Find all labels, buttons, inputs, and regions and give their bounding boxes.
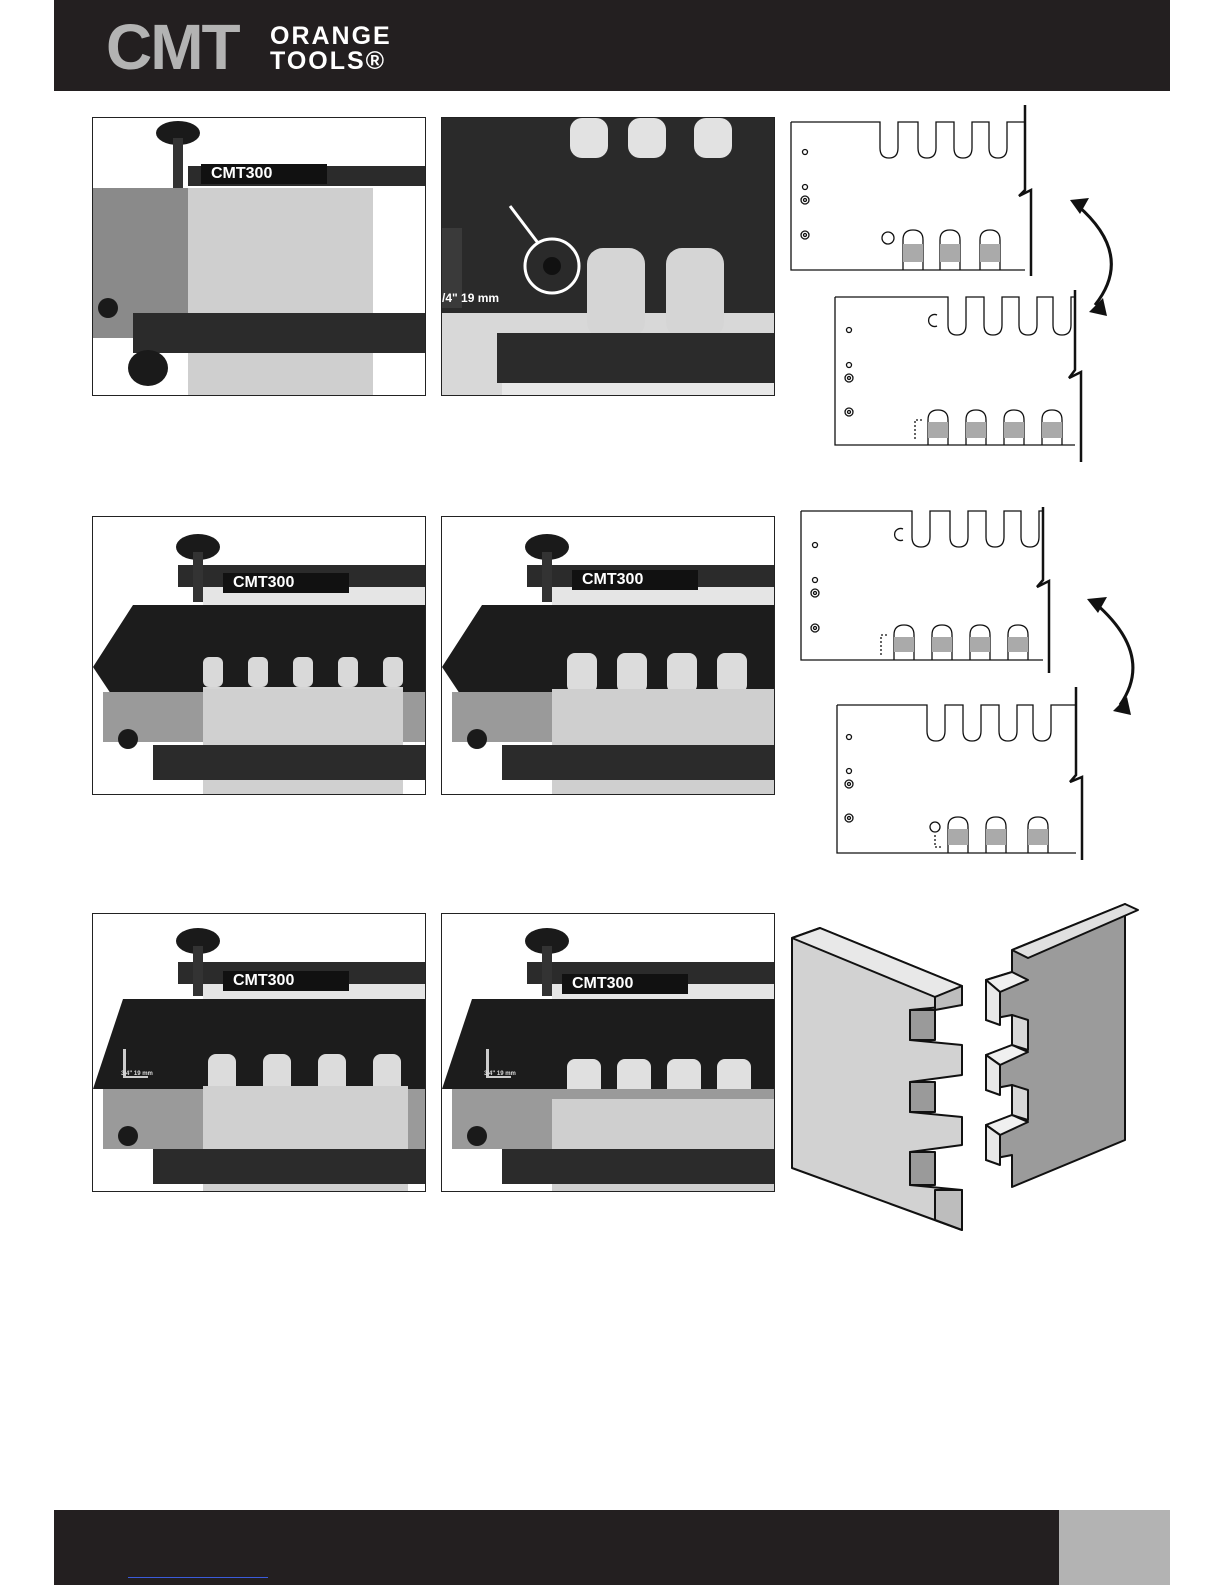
photo-template-board-1: CMT300 [92, 516, 426, 795]
page-number-box [1059, 1510, 1170, 1585]
cmt300-label: CMT300 [223, 971, 349, 991]
page-footer [54, 1510, 1170, 1585]
diagram-dovetail-joint [790, 900, 1140, 1245]
photo-template-board-4: CMT300 3/4" 19 mm [441, 913, 775, 1192]
page-header: CMT ORANGE TOOLS® [54, 0, 1170, 91]
cmt300-label: CMT300 [572, 570, 698, 590]
photo-template-board-2: CMT300 [441, 516, 775, 795]
logo-line-tools: TOOLS® [270, 49, 392, 74]
footer-link-underline [128, 1577, 268, 1578]
diagram-template-flip-2 [795, 505, 1155, 865]
photo-jig-board-clamped: CMT300 [92, 117, 426, 396]
cmt300-label: CMT300 [562, 974, 688, 994]
photo-template-closeup: /4" 19 mm [441, 117, 775, 396]
orange-tools-logo-text: ORANGE TOOLS® [270, 24, 392, 74]
size-marking: 3/4" 19 mm [121, 1071, 153, 1077]
size-marking: 3/4" 19 mm [484, 1071, 516, 1077]
size-marking: /4" 19 mm [442, 291, 499, 305]
logo-line-orange: ORANGE [270, 24, 392, 49]
diagram-template-flip-1 [785, 100, 1145, 470]
photo-template-board-3: CMT300 3/4" 19 mm [92, 913, 426, 1192]
cmt300-label: CMT300 [201, 164, 327, 184]
cmt-logo: CMT [106, 12, 239, 82]
cmt300-label: CMT300 [223, 573, 349, 593]
